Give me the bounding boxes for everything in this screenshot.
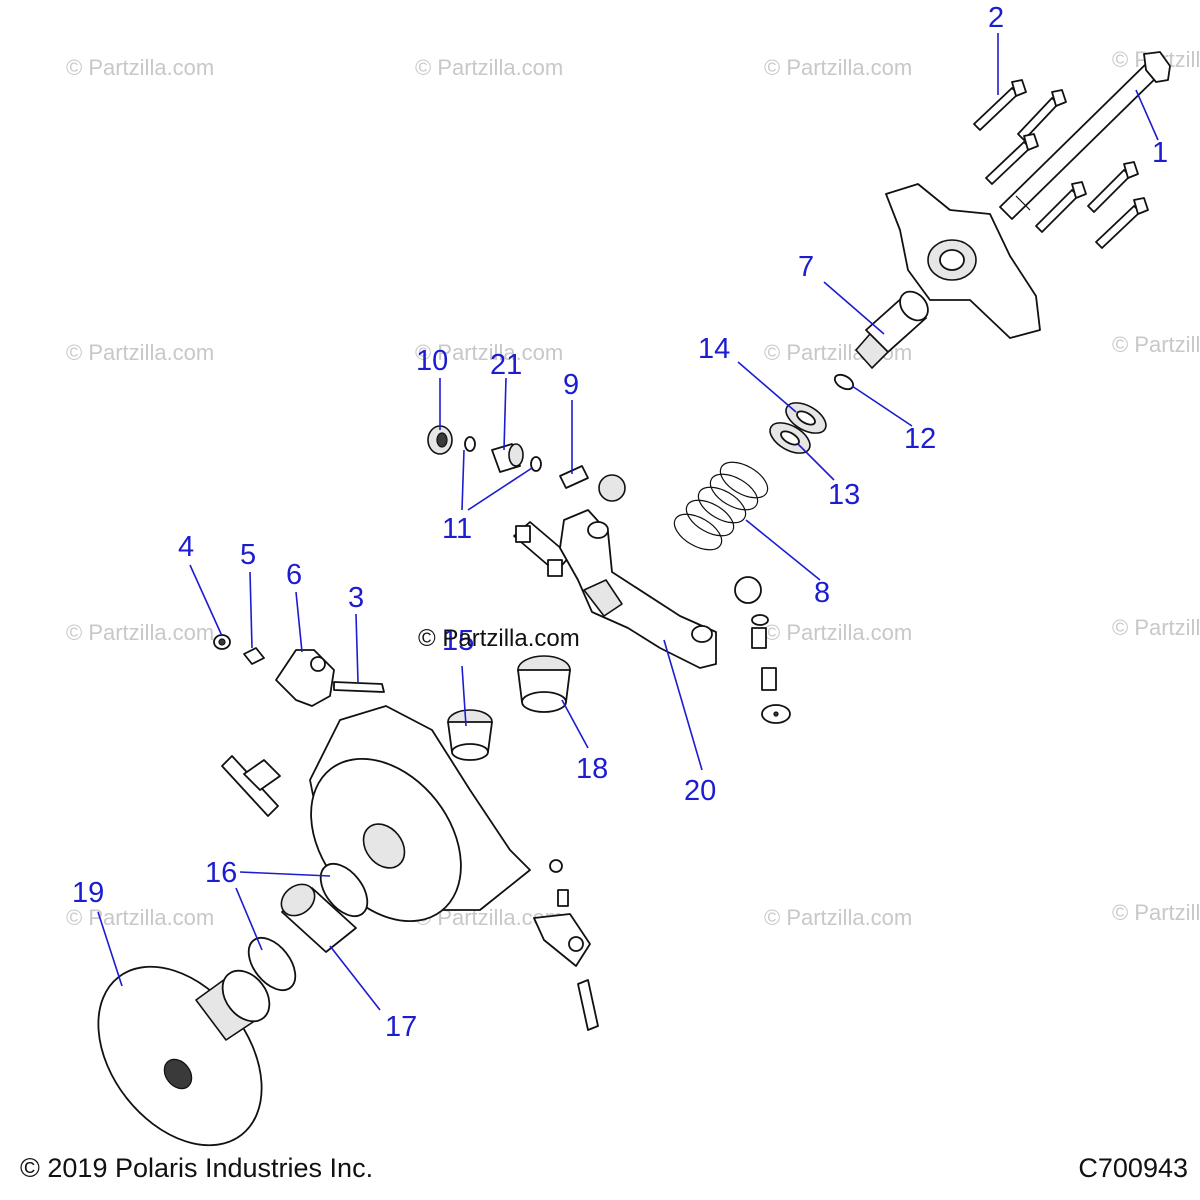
part-11-o-ring <box>530 456 542 472</box>
part-19-fixed-sheave <box>97 965 271 1147</box>
part-5-pin <box>243 647 265 665</box>
watermark: © Partzilla.com <box>764 620 912 645</box>
watermark: © Partzilla.com <box>415 55 563 80</box>
part-18-bushing <box>517 655 571 713</box>
callout-7[interactable]: 7 <box>798 251 814 283</box>
part-12-o-ring <box>833 373 855 391</box>
part-1-long-bolt <box>999 51 1171 220</box>
watermark: © Partzilla.com <box>1112 332 1200 357</box>
nut-small <box>549 859 563 873</box>
part-10-cap <box>427 425 453 455</box>
watermark: © Partzilla.com <box>66 340 214 365</box>
callout-12[interactable]: 12 <box>904 423 936 455</box>
plug <box>598 474 626 502</box>
part-3-pin <box>333 681 385 693</box>
callout-13[interactable]: 13 <box>828 479 860 511</box>
shift-weight <box>533 913 591 967</box>
watermark: © Partzilla.com <box>415 340 563 365</box>
watermark: © Partzilla.com <box>764 55 912 80</box>
part-11-o-ring <box>464 436 476 452</box>
part-16-ring <box>319 862 369 918</box>
pin-small <box>761 667 777 691</box>
set-screw <box>557 889 569 907</box>
callout-19[interactable]: 19 <box>72 877 104 909</box>
spring-small <box>751 627 767 649</box>
roller-pin-assembly <box>513 521 571 577</box>
watermark: © Partzilla.com <box>66 620 214 645</box>
part-21-bushing <box>491 443 524 473</box>
watermark-overlay: © Partzilla.com <box>418 625 580 652</box>
callout-17[interactable]: 17 <box>385 1011 417 1043</box>
adjuster-bracket <box>221 755 281 817</box>
part-16-ring <box>247 936 297 992</box>
callout-1[interactable]: 2 <box>988 2 1004 34</box>
callout-5[interactable]: 5 <box>240 539 256 571</box>
watermark: © Partzilla.com <box>1112 900 1200 925</box>
part-9-pin <box>559 465 589 489</box>
part-8-spring <box>673 461 769 551</box>
diagram-code: C700943 <box>1078 1153 1188 1183</box>
callout-16[interactable]: 16 <box>205 857 237 889</box>
part-17-bushing <box>280 883 357 953</box>
watermark: © Partzilla.com <box>1112 615 1200 640</box>
spider-plate <box>885 183 1041 339</box>
callout-14[interactable]: 14 <box>698 333 730 365</box>
leader-lines <box>97 33 1159 1011</box>
o-ring <box>751 614 769 626</box>
callout-4[interactable]: 4 <box>178 531 194 563</box>
copyright-notice: © 2019 Polaris Industries Inc. <box>20 1153 374 1183</box>
watermark: © Partzilla.com <box>66 55 214 80</box>
callout-labels: 2 1 3 4 5 6 7 8 9 10 11 12 13 14 15 16 1… <box>72 2 1168 1043</box>
part-2-bolts <box>973 79 1149 249</box>
part-7-bushing <box>855 290 929 369</box>
callout-11[interactable]: 11 <box>442 513 472 545</box>
callout-20[interactable]: 20 <box>684 775 716 807</box>
part-20-spider-arm <box>559 509 717 669</box>
cap <box>734 576 762 604</box>
callout-10[interactable]: 10 <box>416 345 448 377</box>
callout-9[interactable]: 9 <box>563 369 579 401</box>
callout-2[interactable]: 1 <box>1152 137 1168 169</box>
callout-15[interactable]: 15 <box>442 625 474 657</box>
part-14-washer <box>785 402 827 434</box>
callout-21[interactable]: 21 <box>490 349 522 381</box>
part-15-bushing <box>447 709 493 761</box>
watermark: © Partzilla.com <box>66 905 214 930</box>
callout-3[interactable]: 3 <box>348 582 364 614</box>
button-small <box>761 704 791 724</box>
callout-18[interactable]: 18 <box>576 753 608 785</box>
watermark: © Partzilla.com <box>764 905 912 930</box>
callout-8[interactable]: 8 <box>814 577 830 609</box>
weight-bolt <box>577 979 599 1031</box>
part-6-weight <box>275 649 335 707</box>
part-4-nut <box>213 634 231 650</box>
callout-6[interactable]: 6 <box>286 559 302 591</box>
